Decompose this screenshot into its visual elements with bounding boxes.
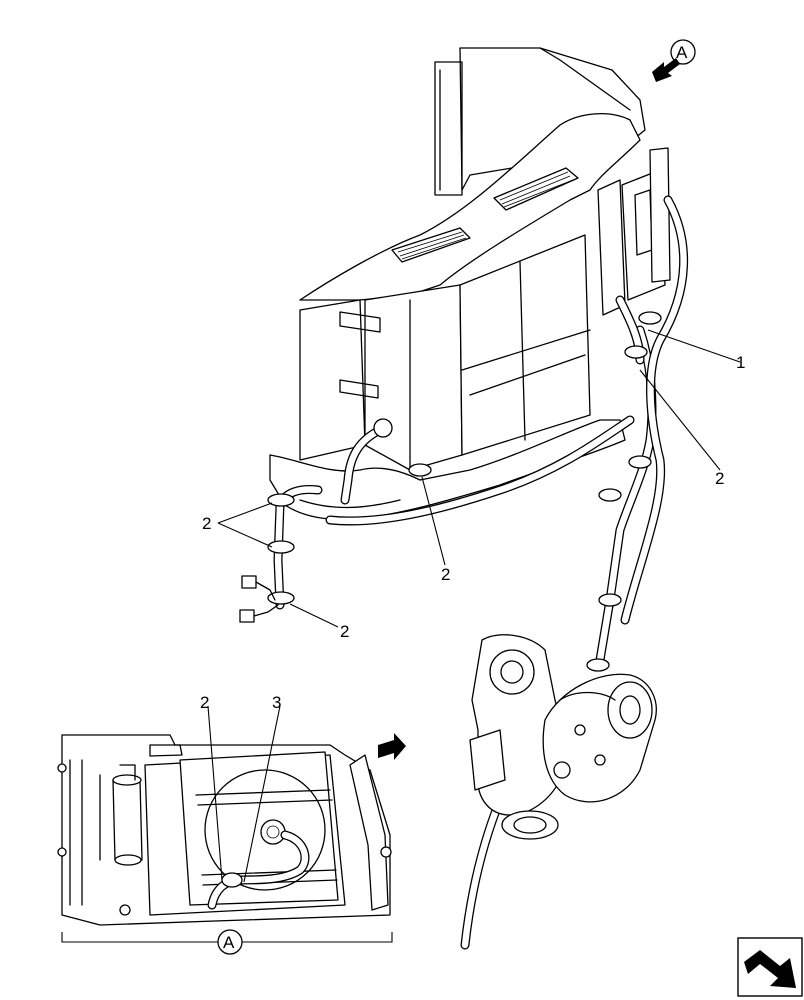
callout-2-left: 2 (202, 514, 211, 533)
view-direction-arrow-icon (652, 58, 680, 82)
inset-direction-arrow-icon (378, 733, 406, 760)
callout-2-center: 2 (441, 565, 450, 584)
callout-2-right: 2 (715, 469, 724, 488)
callout-3-inset: 3 (272, 693, 281, 712)
callout-1: 1 (736, 353, 745, 372)
next-page-arrow-icon[interactable] (737, 937, 803, 997)
hvac-housing (269, 47, 671, 521)
callout-2-lower: 2 (340, 622, 349, 641)
view-marker-top: A (652, 39, 696, 82)
callouts: 1 2 2 2 2 (202, 329, 745, 641)
view-marker-label-top: A (676, 43, 688, 62)
callout-2-inset: 2 (200, 693, 209, 712)
compressor-assembly (469, 634, 657, 840)
hose-clamps (239, 311, 662, 672)
view-marker-label-inset: A (223, 933, 235, 952)
inset-view-a: 2 3 A (57, 693, 406, 955)
